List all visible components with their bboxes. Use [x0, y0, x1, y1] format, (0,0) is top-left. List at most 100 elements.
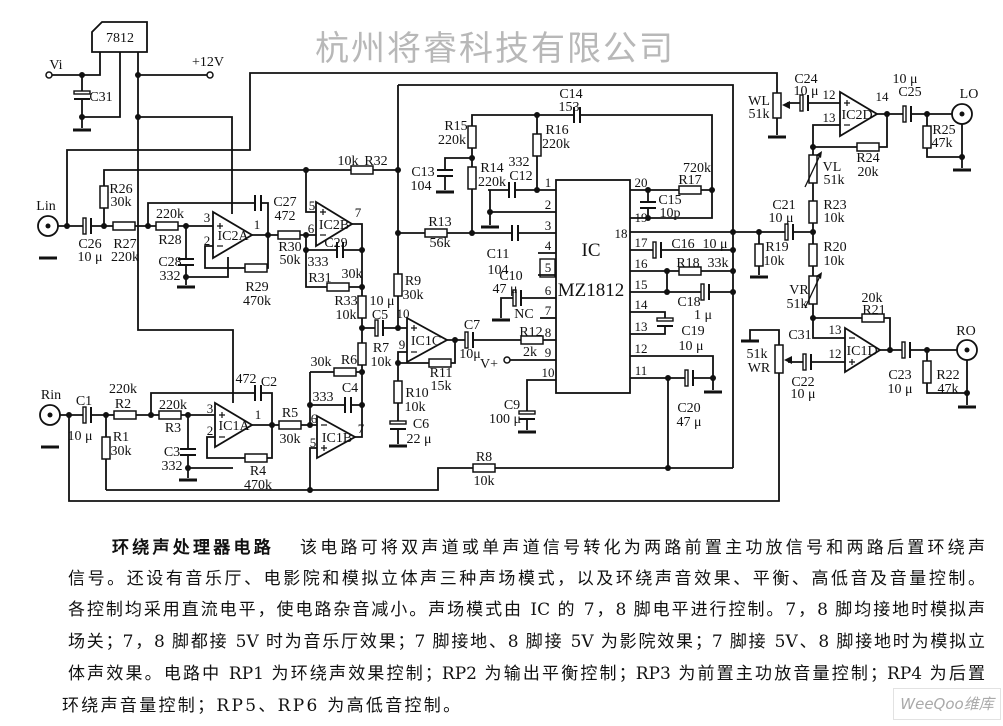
label-opamps-ic2d-pins-0: 12 — [823, 87, 836, 102]
junction-dot — [303, 232, 309, 238]
junction-dot — [730, 229, 736, 235]
label-parts-r23-ref: R23 — [823, 198, 846, 213]
label-opamps-ic2d-label: IC2D — [841, 108, 872, 123]
label-parts-r4-ref: R4 — [250, 464, 266, 479]
label-parts-r3-value: 220k — [159, 398, 187, 413]
label-parts-c26-value: 10 μ — [77, 250, 102, 265]
wire — [749, 329, 780, 345]
junction-dot — [924, 111, 930, 117]
capacitor-plate-positive — [652, 241, 657, 259]
junction-dot — [665, 375, 671, 381]
resistor-r30 — [277, 230, 301, 240]
label-parts-r27-ref: R27 — [113, 237, 136, 252]
label-parts-c21-value: 10 μ — [768, 211, 793, 226]
junction-dot — [359, 402, 365, 408]
label-parts-r10-value: 10k — [405, 400, 426, 415]
label-parts-c23-value: 10 μ — [887, 382, 912, 397]
label-parts-c16-value: 10 μ — [702, 237, 727, 252]
junction-dot — [79, 72, 85, 78]
caption-line-5: 体声效果。电路中 RP1 为环绕声效果控制；RP2 为输出平衡控制；RP3 为前… — [68, 664, 985, 684]
junction-dot — [307, 402, 313, 408]
label-parts-c29-ref: C29 — [324, 236, 347, 251]
opamp-ic1a — [214, 401, 254, 449]
label-parts-r4-value: 470k — [244, 478, 272, 493]
label-opamps-ic2a-pins-1: 2 — [204, 233, 211, 248]
wire — [68, 373, 780, 502]
label-parts-c26-ref: C26 — [78, 237, 101, 252]
label-parts-r29-value: 470k — [243, 294, 271, 309]
label-opamps-ic1c-pins-0: 10 — [397, 306, 410, 321]
resistor-r11 — [428, 358, 452, 368]
label-parts-r14-ref: R14 — [480, 161, 503, 176]
label-ic-pins_left-8: 9 — [545, 345, 552, 360]
label-parts-c12-value: 332 — [509, 155, 530, 170]
resistor-r32 — [350, 165, 374, 175]
junction-dot — [64, 223, 70, 229]
label-parts-c5-ref: C5 — [372, 308, 388, 323]
label-parts-c12-ref: C12 — [509, 169, 532, 184]
junction-dot — [665, 465, 671, 471]
junction-dot — [645, 215, 651, 221]
capacitor-c5 — [374, 319, 384, 337]
label-parts-vl-ref: VL — [823, 160, 842, 175]
label-parts-r26-value: 30k — [111, 195, 132, 210]
resistor-r26 — [99, 185, 109, 209]
label-parts-r2-ref: R2 — [115, 397, 131, 412]
capacitor-c22 — [802, 353, 812, 371]
resistor-r9 — [393, 273, 403, 297]
label-parts-r15-ref: R15 — [444, 119, 467, 134]
label-parts-c3-ref: C3 — [164, 445, 180, 460]
capacitor-plate-positive — [700, 283, 705, 301]
wiper-arrow-icon — [782, 101, 790, 109]
capacitor-plate-positive — [82, 217, 87, 235]
resistor-r18 — [678, 266, 702, 276]
resistor-r25 — [922, 125, 932, 149]
capacitor-gap — [656, 319, 674, 327]
label-opamps-ic1b-pins-1: 5 — [310, 435, 317, 450]
label-parts-r19-ref: R19 — [765, 240, 788, 255]
resistor-r28 — [155, 221, 179, 231]
adjust-arrowhead-icon — [816, 272, 822, 279]
label-parts-r31-ref: R31 — [308, 271, 331, 286]
capacitor-gap — [389, 422, 407, 430]
label-parts-c28-ref: C28 — [158, 255, 181, 270]
wire — [137, 52, 234, 403]
label-parts-r17-ref: R17 — [678, 173, 701, 188]
capacitor-gap — [84, 406, 92, 424]
wire — [309, 447, 317, 490]
resistor-r2 — [113, 410, 137, 420]
capacitor-gap — [573, 106, 581, 124]
site-badge-weeqoo[interactable]: WeeQoo维库 — [893, 688, 1001, 720]
junction-dot — [709, 187, 715, 193]
resistor-r8 — [472, 463, 496, 473]
label-parts-c10-ref: C10 — [499, 269, 522, 284]
wire — [147, 202, 269, 235]
capacitor-c2 — [254, 384, 262, 402]
label-parts-r27-value: 220k — [111, 250, 139, 265]
capacitor-plate-positive — [784, 223, 789, 241]
components — [37, 21, 978, 493]
junction-dot — [395, 167, 401, 173]
label-ic-pins_right-5: 15 — [635, 277, 648, 292]
label-ic-pins_left-3: 4 — [545, 238, 552, 253]
wire — [398, 84, 734, 232]
junction-dot — [884, 111, 890, 117]
label-parts-r8-ref: R8 — [476, 450, 492, 465]
label-parts-r24-value: 20k — [858, 165, 879, 180]
label-ic-pins_right-4: 16 — [635, 256, 649, 271]
capacitor-plate-positive — [82, 406, 87, 424]
label-parts-r28-value: 220k — [156, 207, 184, 222]
label-parts-c4-ref: C4 — [342, 381, 358, 396]
label-parts-c3-value: 332 — [162, 459, 183, 474]
label-parts-c16-ref: C16 — [671, 237, 694, 252]
label-parts-r13-value: 56k — [430, 236, 451, 251]
junction-dot — [307, 487, 313, 493]
capacitor-c9 — [518, 410, 536, 420]
junction-dot — [810, 315, 816, 321]
resistor-r29 — [244, 263, 268, 273]
junction-dot — [730, 289, 736, 295]
wire — [813, 317, 891, 350]
label-parts-c20-ref: C20 — [677, 401, 700, 416]
resistor-r12 — [520, 335, 544, 345]
